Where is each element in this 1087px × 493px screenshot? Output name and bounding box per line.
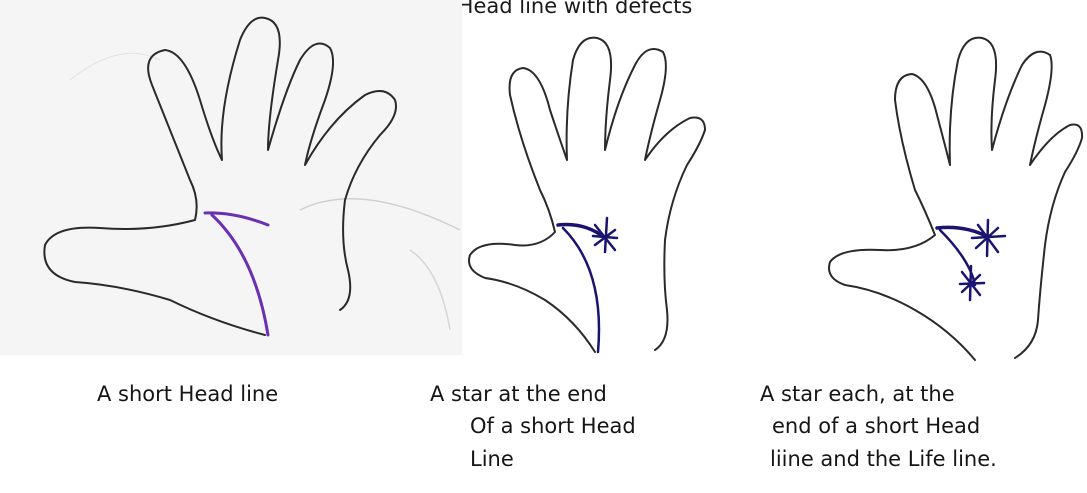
- star-mark-head-line: [972, 220, 1005, 256]
- caption-panel-2-line-3: Line: [470, 443, 514, 475]
- palm-drawing-2-svg: [455, 0, 715, 360]
- caption-panel-3-line-1: A star each, at the: [760, 378, 955, 410]
- palm-drawing-two-stars: [800, 0, 1087, 370]
- star-mark: [593, 218, 617, 252]
- caption-panel-2-line-2: Of a short Head: [470, 410, 636, 442]
- palm-drawing-3-svg: [800, 0, 1087, 370]
- palm-drawing-star-end-head-line: [455, 0, 715, 360]
- caption-panel-1: A short Head line: [97, 378, 278, 410]
- palm-drawing-1-svg: [0, 0, 462, 355]
- life-line: [212, 215, 268, 335]
- hand-outline: [469, 38, 705, 352]
- caption-panel-3-line-3: liine and the Life line.: [770, 443, 997, 475]
- hand-outline: [44, 18, 396, 335]
- caption-panel-3-line-2: end of a short Head: [772, 410, 980, 442]
- palm-drawing-short-head-line: [0, 0, 462, 355]
- star-mark-life-line: [960, 266, 984, 300]
- caption-panel-2-line-1: A star at the end: [430, 378, 607, 410]
- hand-outline: [829, 38, 1082, 360]
